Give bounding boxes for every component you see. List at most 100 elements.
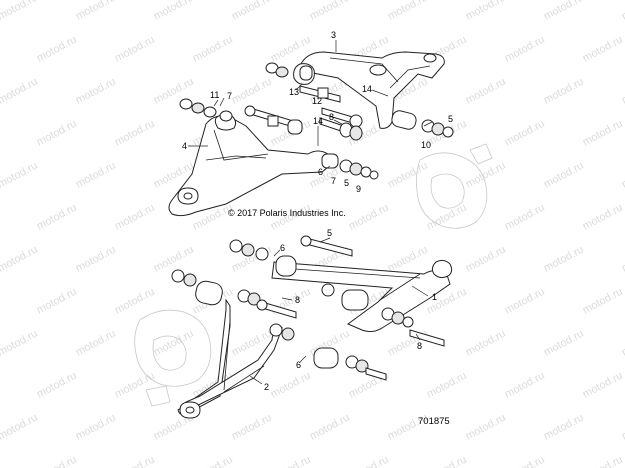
callout-6-lower-left: 6 bbox=[296, 360, 301, 370]
watermark-text: motod.ru bbox=[113, 370, 157, 401]
watermark-text: motod.ru bbox=[464, 244, 508, 275]
callout-1: 1 bbox=[432, 292, 437, 302]
watermark-text: motod.ru bbox=[425, 370, 469, 401]
watermark-text: motod.ru bbox=[542, 328, 586, 359]
bushing-upper-left-front bbox=[179, 98, 233, 122]
watermark-text: motod.ru bbox=[347, 202, 391, 233]
watermark-text: motod.ru bbox=[0, 160, 40, 191]
watermark-text: motod.ru bbox=[503, 454, 547, 468]
watermark-text: motod.ru bbox=[581, 286, 625, 317]
watermark-text: motod.ru bbox=[0, 34, 1, 65]
watermark-text: motod.ru bbox=[347, 454, 391, 468]
callout-6-lower-right: 6 bbox=[280, 243, 285, 253]
watermark-text: motod.ru bbox=[35, 202, 79, 233]
watermark-text: motod.ru bbox=[542, 0, 586, 23]
watermark-text: motod.ru bbox=[74, 244, 118, 275]
watermark-text: motod.ru bbox=[230, 0, 274, 23]
callout-2: 2 bbox=[264, 382, 269, 392]
bolt-lower-left-rear bbox=[365, 367, 387, 381]
callout-7-upper: 7 bbox=[227, 91, 232, 101]
watermark-text: motod.ru bbox=[542, 244, 586, 275]
watermark-text: motod.ru bbox=[464, 76, 508, 107]
watermark-text: motod.ru bbox=[35, 454, 79, 468]
bushing-lower-right-front bbox=[229, 239, 297, 277]
watermark-text: motod.ru bbox=[386, 328, 430, 359]
watermark-text: motod.ru bbox=[542, 76, 586, 107]
watermark-text: motod.ru bbox=[152, 244, 196, 275]
callout-labels: 3 13 14 12 8 14 5 10 11 7 4 6 7 5 9 5 6 … bbox=[182, 30, 453, 392]
callout-8-lower-left: 8 bbox=[295, 295, 300, 305]
callout-4: 4 bbox=[182, 141, 187, 151]
watermark-text: motod.ru bbox=[620, 244, 625, 275]
watermark-text: motod.ru bbox=[386, 0, 430, 23]
watermark-text: motod.ru bbox=[113, 118, 157, 149]
watermark-text: motod.ru bbox=[581, 454, 625, 468]
watermark-text: motod.ru bbox=[0, 328, 40, 359]
callout-7-lower: 7 bbox=[331, 176, 336, 186]
watermark-text: motod.ru bbox=[581, 202, 625, 233]
watermark-text: motod.ru bbox=[581, 34, 625, 65]
ghost-knuckle-lower bbox=[134, 309, 212, 407]
watermark-text: motod.ru bbox=[542, 412, 586, 443]
watermark-text: motod.ru bbox=[464, 0, 508, 23]
callout-6-upper: 6 bbox=[318, 167, 323, 177]
watermark-text: motod.ru bbox=[35, 286, 79, 317]
watermark-text: motod.ru bbox=[464, 412, 508, 443]
ghost-knuckle-upper bbox=[416, 143, 493, 229]
watermark-text: motod.ru bbox=[230, 412, 274, 443]
bolt-8-upper bbox=[319, 117, 363, 141]
bolt-13 bbox=[299, 85, 341, 103]
watermark-text: motod.ru bbox=[425, 202, 469, 233]
watermark-text: motod.ru bbox=[503, 118, 547, 149]
watermark-text: motod.ru bbox=[152, 328, 196, 359]
watermark-text: motod.ru bbox=[74, 76, 118, 107]
bushing-lower-right-rear bbox=[321, 283, 414, 328]
watermark-text: motod.ru bbox=[74, 0, 118, 23]
watermark-text: motod.ru bbox=[0, 286, 1, 317]
watermark-text: motod.ru bbox=[542, 160, 586, 191]
watermark-text: motod.ru bbox=[620, 328, 625, 359]
callout-5-mid: 5 bbox=[344, 178, 349, 188]
callout-3: 3 bbox=[331, 30, 336, 40]
bushing-upper-right-rear bbox=[391, 110, 454, 138]
watermark-text: motod.ru bbox=[230, 76, 274, 107]
watermark-text: motod.ru bbox=[386, 244, 430, 275]
watermark-text: motod.ru bbox=[308, 0, 352, 23]
upper-a-arm-left bbox=[168, 113, 333, 217]
bushing-lower-left-front bbox=[171, 269, 261, 306]
watermark-text: motod.ru bbox=[0, 202, 1, 233]
watermark-text: motod.ru bbox=[503, 370, 547, 401]
bolt-8-lower-left bbox=[256, 299, 297, 319]
bolt-upper-left-front bbox=[244, 105, 303, 135]
bushing-upper-right-front bbox=[265, 62, 313, 81]
watermark-text: motod.ru bbox=[191, 34, 235, 65]
callout-13: 13 bbox=[289, 87, 299, 97]
watermark-text: motod.ru bbox=[35, 118, 79, 149]
lower-a-arm-right bbox=[271, 259, 453, 333]
watermark-text: motod.ru bbox=[620, 0, 625, 23]
watermark-text: motod.ru bbox=[620, 412, 625, 443]
callout-11: 11 bbox=[210, 90, 219, 100]
watermark-text: motod.ru bbox=[269, 370, 313, 401]
watermark-text: motod.ru bbox=[0, 118, 1, 149]
diagram-reference-number: 701875 bbox=[418, 416, 450, 427]
watermark-text: motod.ru bbox=[0, 370, 1, 401]
lower-a-arm-left bbox=[177, 298, 283, 419]
watermark-text: motod.ru bbox=[0, 454, 1, 468]
callout-9: 9 bbox=[356, 184, 361, 194]
watermark-text: motod.ru bbox=[503, 202, 547, 233]
watermark-text: motod.ru bbox=[113, 454, 157, 468]
watermark-text: motod.ru bbox=[425, 454, 469, 468]
callout-14-upper: 14 bbox=[362, 84, 372, 94]
leader-lines bbox=[188, 40, 433, 385]
watermark-text: motod.ru bbox=[74, 412, 118, 443]
watermark-text: motod.ru bbox=[620, 160, 625, 191]
watermark-text: motod.ru bbox=[0, 76, 40, 107]
watermark-text: motod.ru bbox=[152, 0, 196, 23]
callout-14-lower: 14 bbox=[313, 116, 323, 126]
bushing-lower-left-rear bbox=[269, 323, 369, 373]
callout-8-upper: 8 bbox=[329, 112, 334, 122]
bolt-5-lower bbox=[300, 235, 353, 257]
watermark-text: motod.ru bbox=[464, 328, 508, 359]
